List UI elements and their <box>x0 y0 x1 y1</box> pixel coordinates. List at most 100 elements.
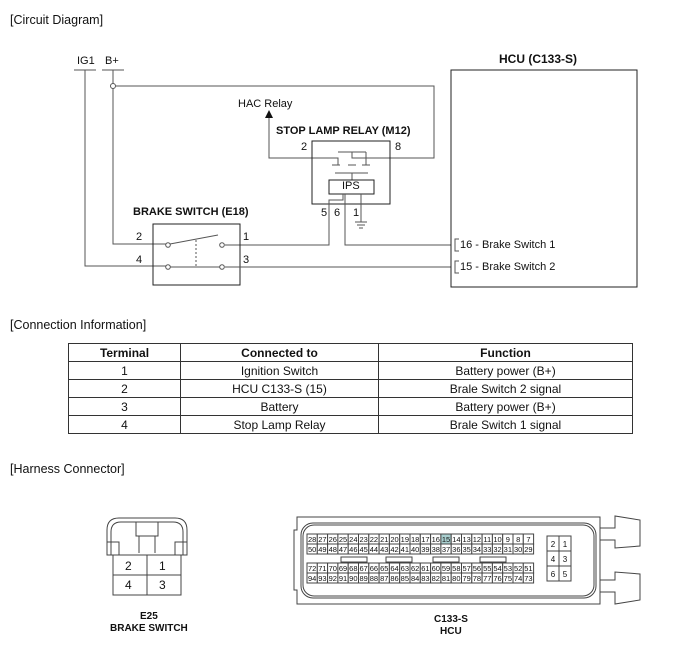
hcu-pin-15-label: 15 - Brake Switch 2 <box>460 261 556 273</box>
c133-pin-label: 11 <box>483 535 491 544</box>
c133-pin-label: 26 <box>329 535 337 544</box>
c133-pin-label: 66 <box>370 564 378 573</box>
c133-pin-label: 65 <box>380 564 388 573</box>
c133-pin-label: 22 <box>370 535 378 544</box>
c133-pin-cell <box>522 543 535 555</box>
c133-pin-label: 79 <box>462 574 470 583</box>
c133-pin-label: 43 <box>380 545 388 554</box>
e25-name: BRAKE SWITCH <box>110 623 188 634</box>
switch-pin-4: 4 <box>136 254 143 266</box>
c133-pin-label: 36 <box>452 545 460 554</box>
c133-pin-label: 32 <box>493 545 501 554</box>
c133-pin-label: 83 <box>421 574 429 583</box>
e25-pin: 1 <box>159 559 166 573</box>
c133-pin-label: 24 <box>349 535 357 544</box>
c133-pin-label: 52 <box>514 564 522 573</box>
c133-pin-label: 64 <box>390 564 398 573</box>
c133-pin-label: 20 <box>390 535 398 544</box>
c133-pin-label: 50 <box>308 545 316 554</box>
c133-pin-label: 38 <box>432 545 440 554</box>
c133-pin-label: 33 <box>483 545 491 554</box>
c133-pin-label: 89 <box>359 574 367 583</box>
c133-side-pin-label: 1 <box>563 540 568 549</box>
c133-pin-label: 90 <box>349 574 357 583</box>
c133-pin-label: 91 <box>339 574 347 583</box>
c133-pin-label: 92 <box>329 574 337 583</box>
c133-pin-label: 15 <box>442 535 450 544</box>
c133-pin-label: 86 <box>390 574 398 583</box>
c133-pin-label: 45 <box>359 545 367 554</box>
c133-pin-label: 59 <box>442 564 450 573</box>
c133-pin-label: 67 <box>359 564 367 573</box>
c133-pin-label: 60 <box>432 564 440 573</box>
c133-pin-label: 46 <box>349 545 357 554</box>
c133-pin-label: 56 <box>473 564 481 573</box>
c133-pin-label: 13 <box>462 535 470 544</box>
c133-pin-label: 87 <box>380 574 388 583</box>
e25-code: E25 <box>140 611 158 622</box>
c133-pin-label: 78 <box>473 574 481 583</box>
c133-pin-label: 19 <box>401 535 409 544</box>
c133-pin-label: 10 <box>493 535 501 544</box>
c133-pin-label: 30 <box>514 545 522 554</box>
c133-side-pin-label: 4 <box>551 555 556 564</box>
c133-pin-label: 8 <box>516 535 520 544</box>
c133-pin-label: 70 <box>329 564 337 573</box>
c133-pin-label: 88 <box>370 574 378 583</box>
cell: Battery <box>180 397 379 416</box>
c133-pin-label: 17 <box>421 535 429 544</box>
c133-pin-label: 81 <box>442 574 450 583</box>
c133-side-pin-label: 6 <box>551 570 556 579</box>
c133-side-cell <box>558 565 572 582</box>
c133-pin-label: 58 <box>452 564 460 573</box>
c133-pin-label: 53 <box>504 564 512 573</box>
relay-pin-1: 1 <box>353 207 360 219</box>
c133-pin-label: 29 <box>524 545 532 554</box>
circuit-diagram-heading: [Circuit Diagram] <box>10 13 104 27</box>
harness-connector-heading: [Harness Connector] <box>10 462 125 476</box>
e25-pin: 4 <box>125 578 132 592</box>
hcu-pin-16-label: 16 - Brake Switch 1 <box>460 239 556 251</box>
c133-pin-label: 9 <box>506 535 510 544</box>
c133-pin-label: 74 <box>514 574 522 583</box>
hcu-title: HCU (C133-S) <box>499 52 578 66</box>
c133-pin-label: 57 <box>462 564 470 573</box>
c133-pin-label: 41 <box>401 545 409 554</box>
c133-pin-label: 27 <box>318 535 326 544</box>
c133-pin-label: 77 <box>483 574 491 583</box>
c133-pin-label: 44 <box>370 545 378 554</box>
c133-pin-label: 49 <box>318 545 326 554</box>
table-header-row: Terminal Connected to Function <box>68 343 633 362</box>
c133-pin-label: 85 <box>401 574 409 583</box>
c133-pin-label: 35 <box>462 545 470 554</box>
c133-name: HCU <box>440 626 462 637</box>
switch-pin-2: 2 <box>136 231 143 243</box>
c133-code: C133-S <box>434 614 468 625</box>
hac-relay-label: HAC Relay <box>238 98 293 110</box>
c133-pin-label: 47 <box>339 545 347 554</box>
c133-pin-label: 7 <box>526 535 530 544</box>
e25-pin: 2 <box>125 559 132 573</box>
c133-side-pin-label: 5 <box>563 570 568 579</box>
c133-pin-label: 93 <box>318 574 326 583</box>
brake-switch-title: BRAKE SWITCH (E18) <box>133 206 249 218</box>
c133-pin-label: 48 <box>329 545 337 554</box>
c133-pin-label: 80 <box>452 574 460 583</box>
c133-pin-label: 34 <box>473 545 481 554</box>
stop-lamp-relay-title: STOP LAMP RELAY (M12) <box>276 125 411 137</box>
c133-pin-label: 31 <box>504 545 512 554</box>
relay-pin-8: 8 <box>395 141 402 153</box>
c133-pin-label: 16 <box>432 535 440 544</box>
relay-pin-5: 5 <box>321 207 328 219</box>
c133-pin-label: 75 <box>504 574 512 583</box>
ips-label: IPS <box>342 180 360 192</box>
bplus-label: B+ <box>105 55 119 67</box>
c133-pin-label: 40 <box>411 545 419 554</box>
c133-pin-label: 76 <box>493 574 501 583</box>
c133-pin-label: 37 <box>442 545 450 554</box>
